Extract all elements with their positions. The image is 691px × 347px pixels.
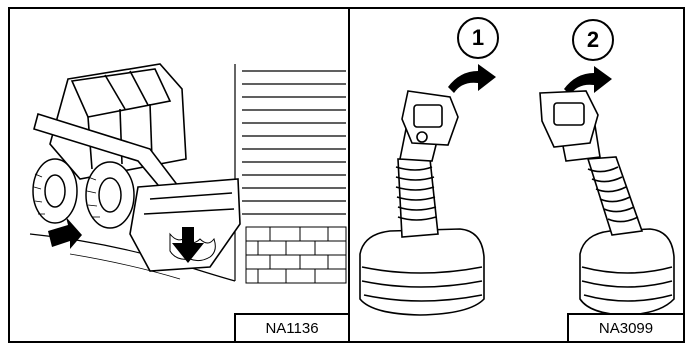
step-2-badge: 2	[572, 19, 614, 61]
joystick-2	[540, 91, 674, 315]
brick-foundation	[246, 227, 346, 283]
joystick-1	[360, 91, 484, 315]
arrow-right-icon	[448, 64, 496, 93]
figure-panel-joystick: 1 2 NA3099	[348, 7, 685, 343]
figure-panel-loader: NA1136	[8, 7, 350, 343]
house-wall-siding	[235, 64, 346, 281]
arrow-right-icon	[564, 66, 612, 95]
figure-caption-left: NA1136	[234, 313, 350, 343]
step-1-badge: 1	[457, 17, 499, 59]
joystick-illustration	[350, 9, 683, 341]
figure-caption-right: NA3099	[567, 313, 685, 343]
skid-steer-loader-illustration	[10, 9, 348, 341]
